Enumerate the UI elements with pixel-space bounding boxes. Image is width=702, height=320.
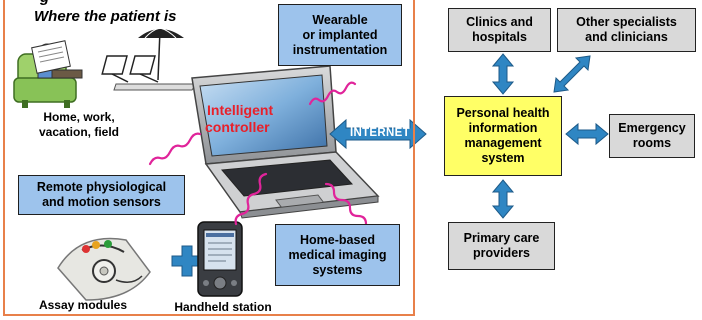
assay-module-icon — [57, 237, 151, 301]
handheld-label: Handheld station — [174, 300, 272, 314]
handheld-station-icon — [197, 221, 243, 297]
remote-sensors-box: Remote physiological and motion sensors — [18, 175, 185, 215]
arrow-clinics — [491, 53, 515, 95]
arrow-emergency — [565, 122, 609, 146]
personal-health-system-box: Personal health information management s… — [444, 96, 562, 176]
imaging-box: Home-based medical imaging systems — [275, 224, 400, 286]
armchair-person-icon — [13, 40, 83, 108]
specialists-box: Other specialists and clinicians — [557, 8, 696, 52]
home-label: Home, work, vacation, field — [38, 110, 120, 139]
arrow-specialists — [553, 55, 591, 93]
wearable-box: Wearable or implanted instrumentation — [278, 4, 402, 66]
assay-label: Assay modules — [38, 298, 128, 312]
wireless-link-imaging — [324, 182, 368, 226]
internet-label: INTERNET — [350, 127, 410, 139]
wireless-link-handheld — [234, 172, 268, 226]
patient-area-heading: Where the patient is — [34, 8, 177, 25]
clinics-box: Clinics and hospitals — [448, 8, 551, 52]
intelligent-controller-label: Intelligent controller — [205, 102, 274, 135]
wireless-link-wearable — [308, 81, 357, 106]
arrow-primary — [491, 179, 515, 219]
emergency-rooms-box: Emergency rooms — [609, 114, 695, 158]
beach-umbrella-icon — [101, 27, 197, 91]
wireless-link-remote — [148, 132, 202, 166]
patient-area-frame — [3, 0, 415, 316]
laptop-icon — [191, 65, 380, 219]
clipped-heading-fragment: g — [40, 0, 49, 6]
primary-care-box: Primary care providers — [448, 222, 555, 270]
internet-arrow — [329, 118, 427, 150]
